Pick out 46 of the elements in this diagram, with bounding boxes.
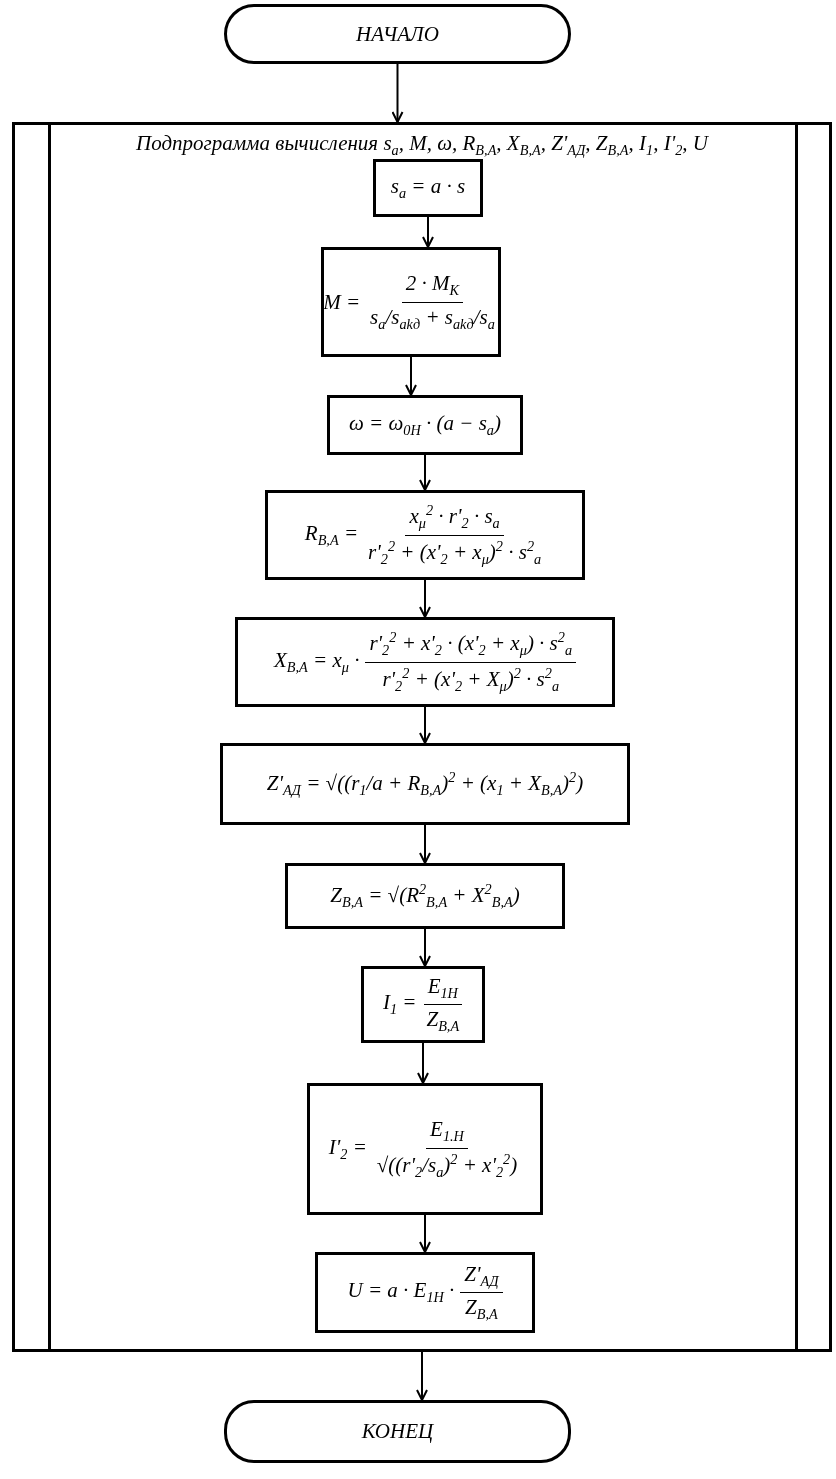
arrow xyxy=(419,824,431,864)
formula-numerator: x$_{μ}$$^{2}$ · r'$_{2}$ · s$_{a}$ xyxy=(405,502,504,536)
process-box xyxy=(361,966,485,1043)
arrow xyxy=(422,216,434,248)
terminator-shape xyxy=(224,4,571,64)
subroutine-box xyxy=(12,122,832,1352)
arrow xyxy=(417,1042,429,1084)
arrow xyxy=(419,454,431,491)
process-box xyxy=(315,1252,535,1333)
arrow xyxy=(419,928,431,967)
process-box xyxy=(307,1083,543,1215)
process-box xyxy=(265,490,585,580)
process-box xyxy=(285,863,565,929)
formula-lhs: I'$_{2}$ = xyxy=(328,1134,367,1164)
subroutine-title: Подпрограмма вычисления s$_{a}$, M, ω, R$_{В,А}$, X$_{В,А}$, Z'$_{АД}$, Z$_{В,А}$, I$_{1}$, I'$_{2}$, U xyxy=(136,131,708,160)
formula-denominator: Z$_{В,А}$ xyxy=(464,1294,499,1324)
arrow xyxy=(416,1351,428,1401)
formula-denominator: s$_{a}$/s$_{akд}$ + s$_{akд}$/s$_{a}$ xyxy=(369,303,496,333)
process-box xyxy=(373,159,483,217)
formula-text: ω = ω$_{0H}$ · (a − s$_{a}$) xyxy=(349,410,501,440)
formula-numerator: E$_{1.H}$ xyxy=(426,1117,468,1149)
arrow xyxy=(419,1214,431,1253)
formula-lhs: X$_{В,А}$ = x$_{μ}$ · xyxy=(273,647,360,677)
arrow xyxy=(391,63,404,123)
formula-lhs: I$_{1}$ = xyxy=(382,990,417,1019)
formula-numerator: 2 · M$_{K}$ xyxy=(401,271,464,303)
formula-lhs: U = a · E$_{1H}$ · xyxy=(347,1278,455,1307)
formula-text: Z$_{В,А}$ = √(R$^{2}$$_{В,А}$ + X$^{2}$$_{В,А}$) xyxy=(330,880,520,912)
formula-lhs: R$_{В,А}$ = xyxy=(304,520,359,550)
formula-numerator: E$_{1H}$ xyxy=(423,973,462,1005)
arrow xyxy=(419,706,431,744)
process-box xyxy=(321,247,501,357)
formula-denominator: Z$_{В,А}$ xyxy=(425,1006,461,1036)
terminator-label: КОНЕЦ xyxy=(361,1419,434,1444)
process-box xyxy=(327,395,523,455)
terminator-shape xyxy=(224,1400,571,1463)
arrow xyxy=(405,356,417,396)
process-box xyxy=(220,743,630,825)
formula-text: Z'$_{АД}$ = √((r$_{1}$/a + R$_{В,А}$)$^{2}$ + (x$_{1}$ + X$_{В,А}$)$^{2}$) xyxy=(266,768,584,800)
formula-lhs: M = xyxy=(323,289,361,315)
arrow xyxy=(419,579,431,618)
formula-numerator: Z'$_{АД}$ xyxy=(460,1261,503,1293)
formula-text: s$_{a}$ = a · s xyxy=(390,173,466,203)
terminator-label: НАЧАЛО xyxy=(356,21,439,47)
process-box xyxy=(235,617,615,707)
formula-denominator: √((r'$_{2}$/s$_{a}$)$^{2}$ + x'$_{2}$$^{2}$) xyxy=(375,1149,519,1181)
